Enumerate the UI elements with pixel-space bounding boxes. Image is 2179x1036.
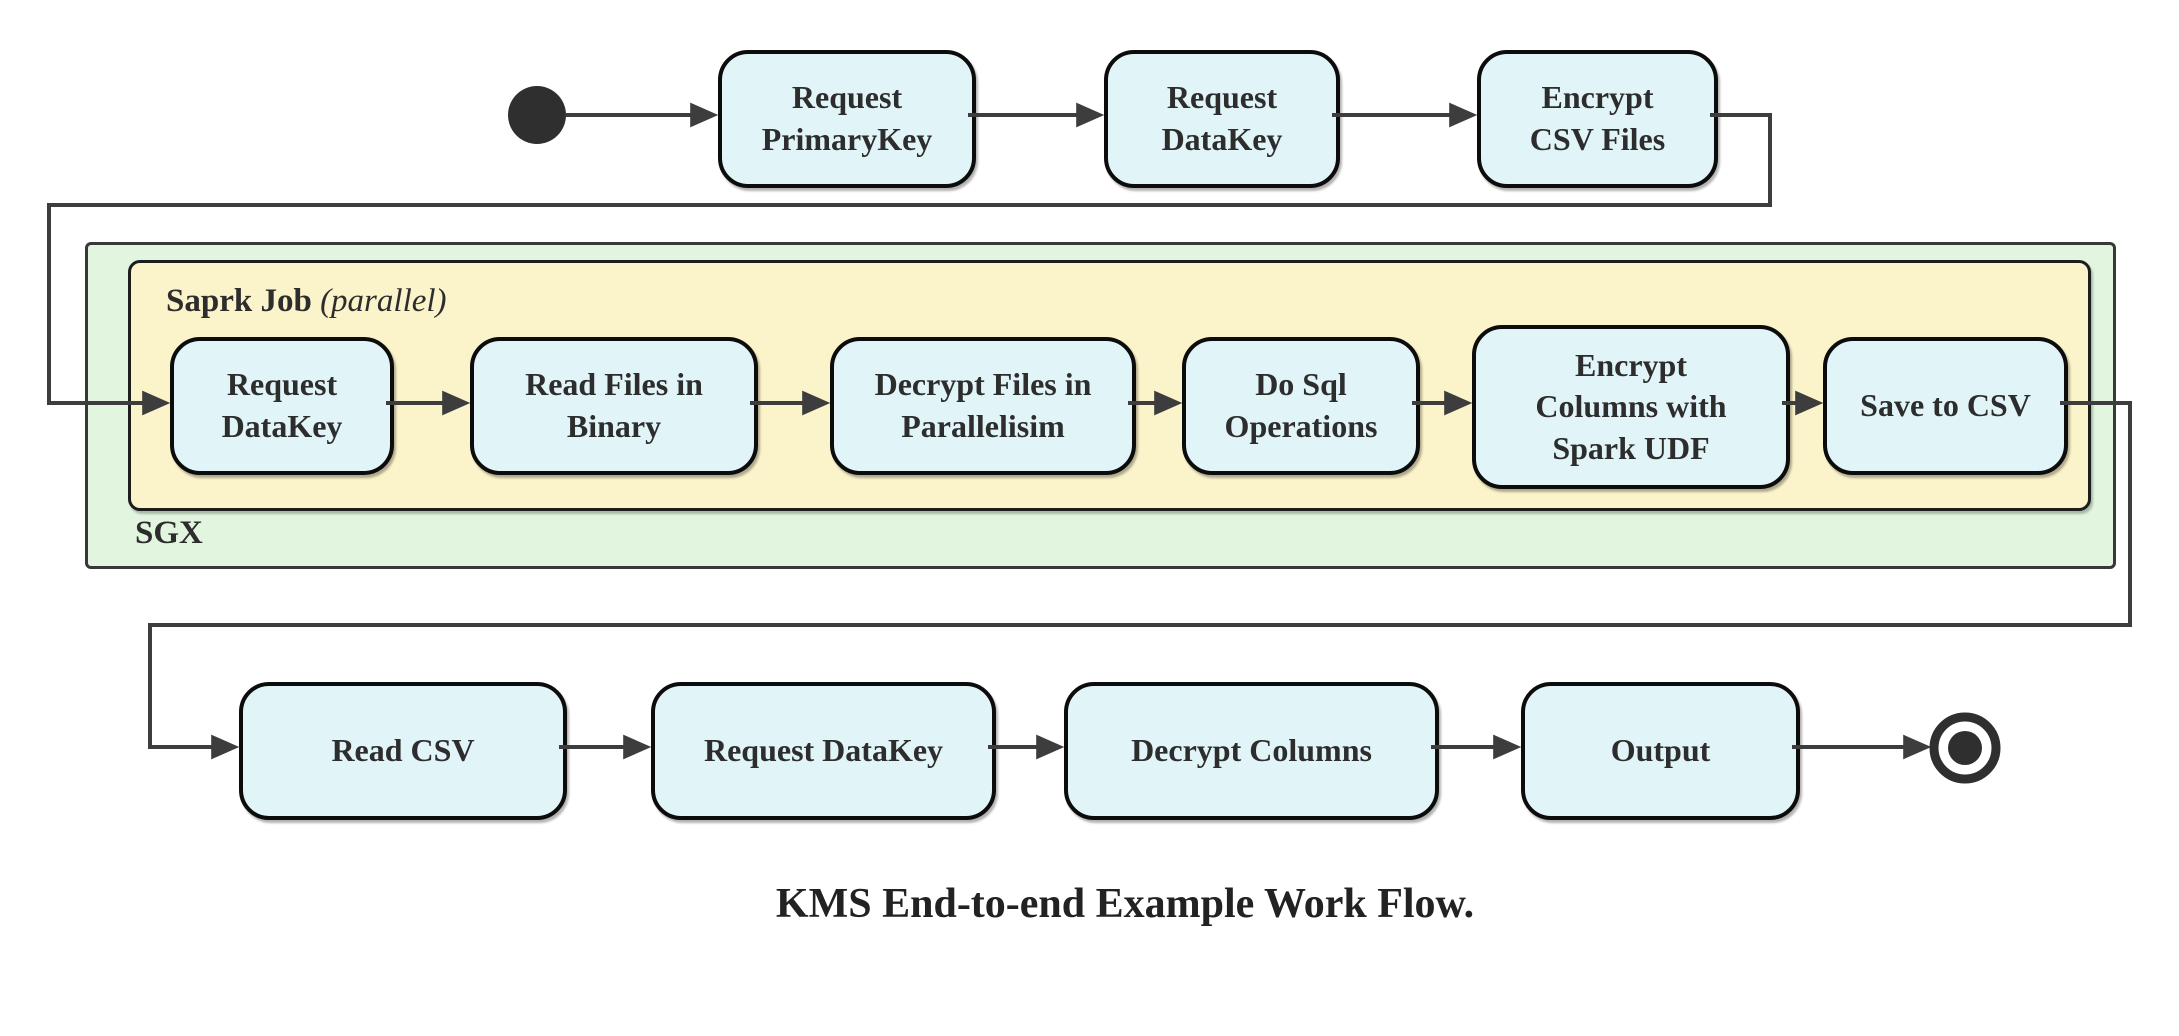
- spark-job-parallel-annotation: (parallel): [320, 283, 447, 319]
- node-label: Request DataKey: [221, 366, 343, 444]
- sgx-label: SGX: [135, 515, 203, 552]
- end-state-icon: [1929, 712, 2001, 784]
- node-save-to-csv: Save to CSV: [1823, 337, 2068, 475]
- spark-job-label: Saprk Job (parallel): [166, 283, 447, 320]
- node-label: Decrypt Columns: [1131, 732, 1372, 769]
- node-label: Read CSV: [331, 732, 475, 769]
- node-decrypt-columns: Decrypt Columns: [1064, 682, 1439, 820]
- node-label: Request PrimaryKey: [761, 79, 933, 157]
- node-output: Output: [1521, 682, 1800, 820]
- node-label: Save to CSV: [1860, 387, 2031, 424]
- node-decrypt-files-in-parallelisim: Decrypt Files in Parallelisim: [830, 337, 1136, 475]
- node-label: Encrypt CSV Files: [1529, 79, 1666, 157]
- node-request-datakey-bottom: Request DataKey: [651, 682, 996, 820]
- diagram-title: KMS End-to-end Example Work Flow.: [775, 881, 1475, 927]
- node-label: Decrypt Files in Parallelisim: [874, 366, 1092, 444]
- node-request-datakey-top: Request DataKey: [1104, 50, 1340, 188]
- node-request-datakey-sgx: Request DataKey: [170, 337, 394, 475]
- node-request-primarykey: Request PrimaryKey: [718, 50, 976, 188]
- node-label: Do Sql Operations: [1224, 366, 1378, 444]
- spark-job-label-text: Saprk Job: [166, 283, 312, 319]
- node-label: Request DataKey: [703, 732, 944, 769]
- node-encrypt-columns-with-spark-udf: Encrypt Columns with Spark UDF: [1472, 325, 1790, 489]
- node-read-csv: Read CSV: [239, 682, 567, 820]
- node-label: Encrypt Columns with Spark UDF: [1535, 346, 1727, 466]
- node-read-files-in-binary: Read Files in Binary: [470, 337, 758, 475]
- node-label: Read Files in Binary: [525, 366, 703, 444]
- node-label: Request DataKey: [1161, 79, 1283, 157]
- start-state-icon: [508, 86, 566, 144]
- node-do-sql-operations: Do Sql Operations: [1182, 337, 1420, 475]
- node-label: Output: [1610, 732, 1711, 769]
- node-encrypt-csv-files: Encrypt CSV Files: [1477, 50, 1718, 188]
- sgx-label-text: SGX: [135, 515, 203, 551]
